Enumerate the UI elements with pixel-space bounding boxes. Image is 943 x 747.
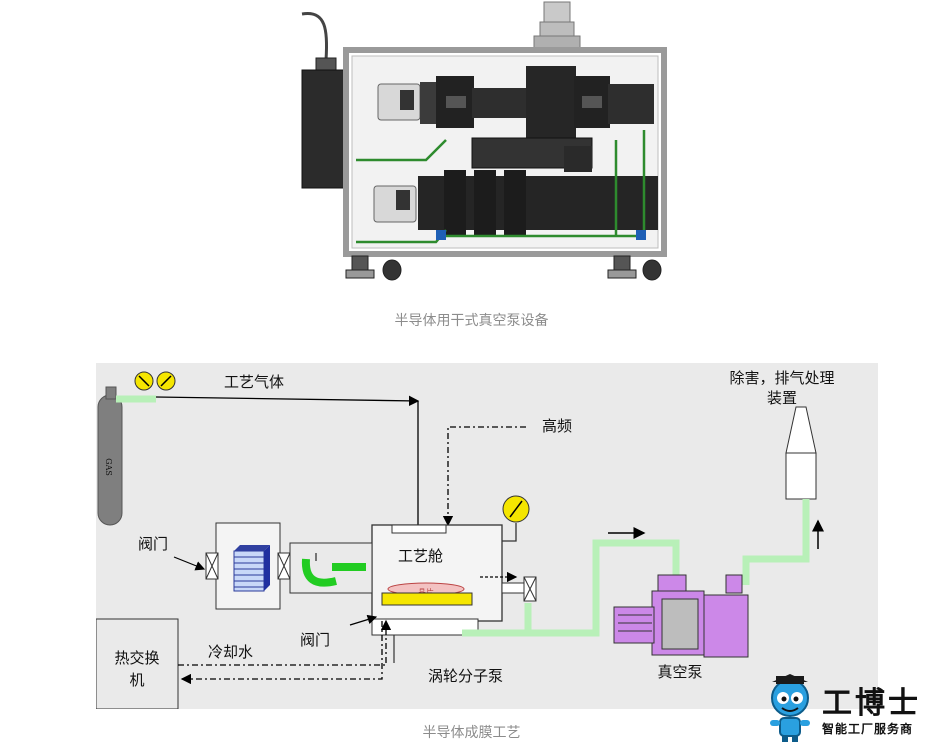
exhaust-stack: [533, 1, 581, 53]
pump-feet: [345, 255, 662, 281]
heat-exchanger-label-line1: 热交换: [114, 649, 159, 667]
film-process-diagram: GAS 工艺气体 高频 除害，排气处理 装置 工艺舱 晶片: [96, 363, 878, 709]
wafer-stage: [381, 592, 473, 606]
process-chamber: 工艺舱 晶片: [371, 524, 503, 636]
cold-trap-assembly: [205, 522, 373, 610]
gas-label: GAS: [104, 458, 113, 476]
process-gas-label: 工艺气体: [224, 373, 284, 391]
turbo-pump-label: 涡轮分子泵: [428, 667, 503, 685]
chamber-label: 工艺舱: [398, 547, 443, 565]
valve-left-label: 阀门: [138, 535, 168, 553]
figure2-caption: 半导体成膜工艺: [422, 725, 521, 741]
valve-bottom-label: 阀门: [300, 631, 330, 649]
lower-pump-unit: [373, 170, 658, 236]
gas-bottle: GAS: [97, 386, 123, 526]
robot-mascot-icon: [770, 674, 810, 742]
figure1-caption: 半导体用干式真空泵设备: [394, 313, 549, 329]
chamber-pressure-gauge-icon: [502, 495, 530, 542]
abatement-device: [785, 406, 817, 500]
company-logo: 工博士 智能工厂服务商: [762, 672, 937, 744]
logo-title: 工博士: [822, 686, 921, 721]
wafer-label: 晶片: [418, 587, 434, 597]
logo-subtitle: 智能工厂服务商: [822, 722, 914, 736]
regulator-gauge-icon: [134, 371, 176, 391]
abatement-label-line2: 装置: [767, 389, 797, 407]
heat-exchanger-label-line2: 机: [129, 671, 144, 689]
cooling-water-label: 冷却水: [208, 643, 253, 661]
vacuum-pump: [613, 574, 749, 658]
rf-label: 高频: [542, 417, 572, 435]
exhaust-pipe: [462, 499, 810, 637]
power-cable: [301, 12, 329, 61]
heat-exchanger: [96, 618, 179, 709]
abatement-label-line1: 除害，排气处理: [729, 369, 834, 387]
dry-vacuum-pump-illustration: [301, 1, 667, 281]
upper-pump-unit: [377, 66, 654, 138]
control-box: [301, 69, 347, 189]
vacuum-pump-label: 真空泵: [657, 663, 702, 681]
